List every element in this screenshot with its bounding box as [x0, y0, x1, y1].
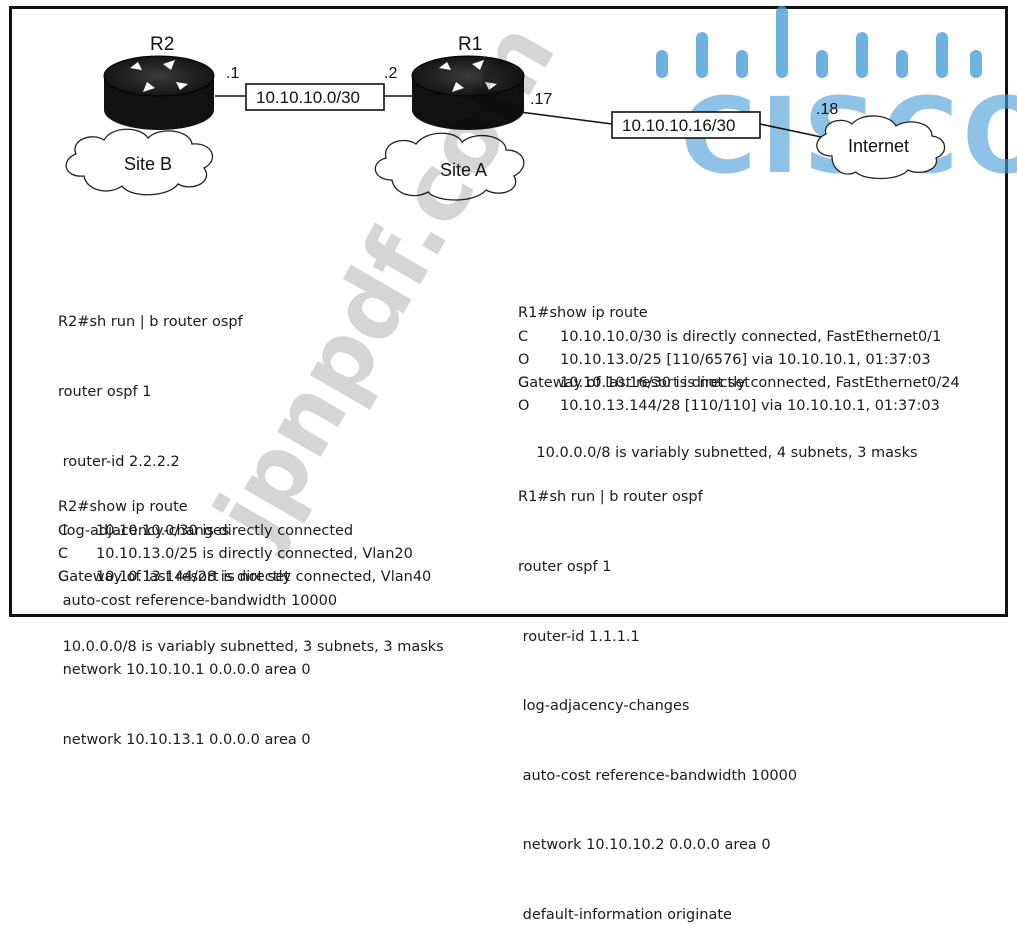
- link-line: [759, 123, 827, 139]
- r1-config-line: router-id 1.1.1.1: [518, 628, 640, 645]
- r1-route-header: R1#show ip route: [518, 305, 648, 322]
- r2-config-line: network 10.10.13.1 0.0.0.0 area 0: [58, 731, 311, 748]
- r2-route-code: C: [58, 546, 69, 562]
- link-r2-r1-network: 10.10.10.0/30: [256, 88, 360, 107]
- r1-route-code: C: [518, 329, 529, 345]
- r1-route-table: R1#show ip route Gateway of last resort …: [518, 256, 918, 488]
- router-r1: [411, 55, 525, 130]
- r1-config-line: network 10.10.10.2 0.0.0.0 area 0: [518, 837, 771, 854]
- r2-config-line: R2#sh run | b router ospf: [58, 314, 243, 331]
- link-line: [519, 111, 613, 125]
- r1-route-text: 10.10.13.144/28 [110/110] via 10.10.10.1…: [560, 398, 940, 414]
- r1-config-line: router ospf 1: [518, 559, 612, 575]
- r2-config-line: log-adjacency-changes: [58, 523, 230, 540]
- r2-route-table: R2#show ip route Gateway of last resort …: [58, 450, 444, 682]
- r1-route-text: 10.10.13.0/25 [110/6576] via 10.10.10.1,…: [560, 352, 931, 368]
- r2-route-header: Gateway of last resort is not set: [58, 569, 290, 585]
- r1-name: R1: [458, 34, 482, 55]
- r1-route-header: 10.0.0.0/8 is variably subnetted, 4 subn…: [518, 444, 918, 461]
- r2-name: R2: [150, 34, 174, 55]
- link-r1-internet-network: 10.10.10.16/30: [622, 116, 735, 135]
- r2-route-header: 10.0.0.0/8 is variably subnetted, 3 subn…: [58, 638, 444, 655]
- r1-interface-ip-left: .2: [384, 65, 397, 82]
- r2-config-line: router-id 2.2.2.2: [58, 453, 180, 470]
- r1-route-header: Gateway of last resort is not set: [518, 375, 750, 391]
- r1-route-text: 10.10.10.16/30 is directly connected, Fa…: [560, 375, 960, 391]
- r2-interface-ip: .1: [226, 65, 239, 82]
- r1-interface-ip-right: .17: [530, 91, 552, 108]
- r2-route-text: 10.10.13.144/28 is directly connected, V…: [96, 569, 432, 585]
- r2-route-header: R2#show ip route: [58, 499, 188, 516]
- r2-config-line: router ospf 1: [58, 384, 152, 400]
- r1-config-line: log-adjacency-changes: [518, 698, 690, 715]
- r2-route-text: 10.10.13.0/25 is directly connected, Vla…: [96, 546, 413, 562]
- internet-cloud: [816, 115, 946, 180]
- site-b-label: Site B: [124, 154, 172, 174]
- cisco-logo: CISCO: [656, 6, 1017, 197]
- r2-route-text: 10.10.10.0/30 is directly connected: [96, 523, 354, 539]
- r2-route-code: C: [58, 523, 69, 539]
- site-a-label: Site A: [440, 160, 487, 180]
- r2-route-code: C: [58, 569, 69, 585]
- internet-interface-ip: .18: [816, 101, 838, 118]
- link-subnet-box: [611, 111, 761, 139]
- r2-config-line: auto-cost reference-bandwidth 10000: [58, 592, 338, 609]
- router-arrows-icon: [439, 60, 497, 92]
- site-a-cloud: [374, 132, 525, 201]
- network-topology-diagram: CISCO Site B Site A Internet R2: [65, 6, 1017, 201]
- router-arrows-icon: [130, 60, 188, 92]
- internet-label: Internet: [848, 136, 909, 156]
- r1-route-code: O: [518, 398, 530, 414]
- r1-config-line: default-information originate: [518, 906, 732, 923]
- r1-config-line: R1#sh run | b router ospf: [518, 489, 703, 506]
- link-subnet-box: [245, 83, 385, 111]
- r1-route-code: O: [518, 352, 530, 368]
- r1-route-code: C: [518, 375, 529, 391]
- router-r2: [103, 55, 215, 130]
- r1-route-text: 10.10.10.0/30 is directly connected, Fas…: [560, 329, 942, 345]
- site-b-cloud: [65, 128, 214, 196]
- r1-config-line: auto-cost reference-bandwidth 10000: [518, 767, 798, 784]
- r1-ospf-config: R1#sh run | b router ospf router ospf 1 …: [518, 440, 797, 950]
